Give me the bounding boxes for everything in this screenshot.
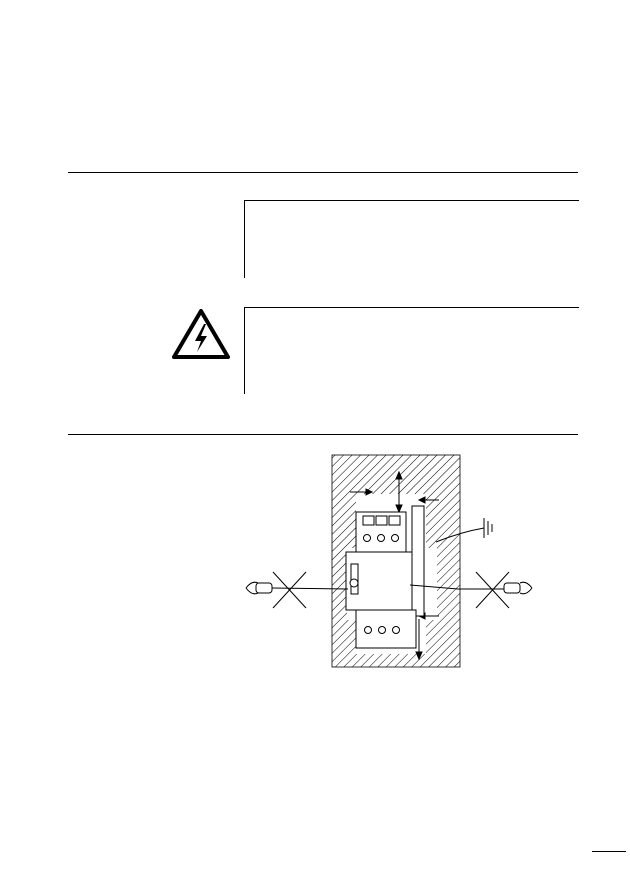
warning-box bbox=[244, 307, 579, 394]
electric-shock-warning-icon bbox=[172, 309, 230, 359]
page-number-rule bbox=[592, 851, 626, 852]
note-box bbox=[244, 200, 579, 278]
crossed-out-tools bbox=[245, 571, 533, 609]
installation-figure bbox=[245, 454, 533, 668]
top-rule bbox=[68, 172, 578, 173]
middle-rule bbox=[68, 434, 578, 435]
device bbox=[345, 505, 425, 649]
ground-symbol bbox=[435, 518, 493, 543]
